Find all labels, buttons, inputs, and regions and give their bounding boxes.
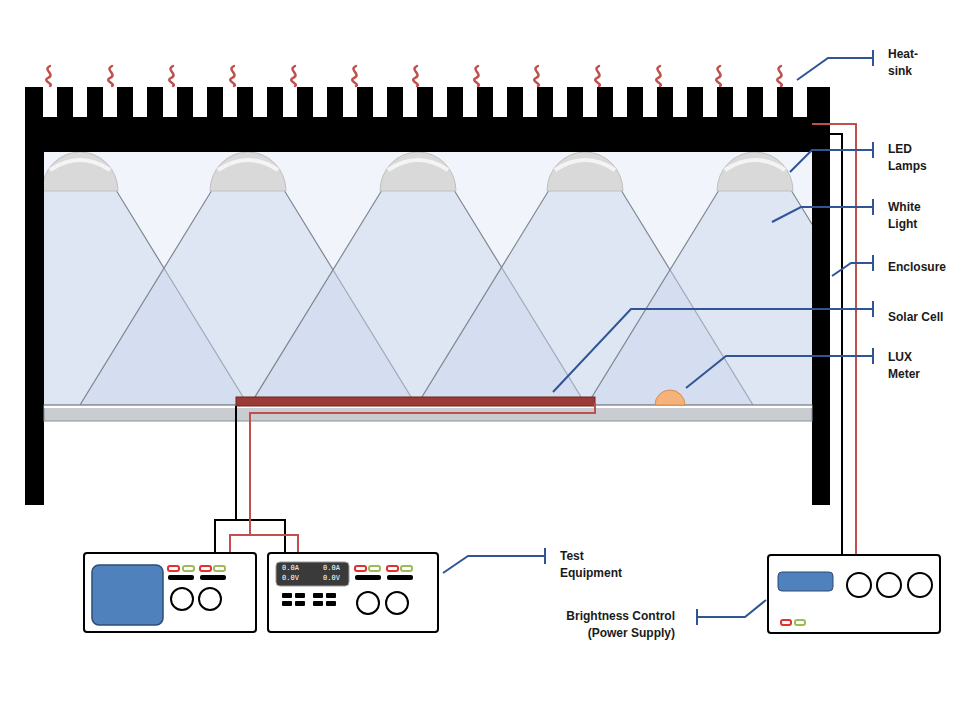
fin-gap: [583, 87, 597, 117]
fin-gap: [73, 87, 87, 117]
solar-cell: [236, 397, 595, 406]
lamp-highlight: [50, 160, 110, 170]
heat-waves: [46, 66, 782, 86]
heat-wave: [46, 66, 51, 86]
lamp-highlight: [218, 160, 278, 170]
enclosure-label: Enclosure: [888, 259, 946, 276]
display-reading: 0.0V: [282, 574, 299, 583]
fin-gap: [643, 87, 657, 117]
heat-wave: [169, 66, 174, 86]
light-cone: [587, 190, 812, 405]
black-wire-supply: [830, 134, 842, 556]
fin-gap: [133, 87, 147, 117]
led-lamp: [547, 152, 623, 191]
brightness-power-supply: [768, 555, 940, 633]
led-lamp: [42, 152, 118, 191]
led-lamp: [717, 152, 793, 191]
led-lamp: [210, 152, 286, 191]
heatsink-fin-gaps: [43, 87, 807, 117]
fin-gap: [313, 87, 327, 117]
fin-gap: [763, 87, 777, 117]
led-lamp: [380, 152, 456, 191]
power-supply-label: Brightness Control (Power Supply): [535, 608, 675, 642]
heat-wave: [716, 66, 721, 86]
fin-gap: [613, 87, 627, 117]
fin-gap: [433, 87, 447, 117]
lux-meter: [655, 390, 685, 405]
heat-wave: [352, 66, 357, 86]
fin-gap: [103, 87, 117, 117]
fin-gap: [373, 87, 387, 117]
fin-gap: [193, 87, 207, 117]
heat-wave: [777, 66, 782, 86]
heat-wave: [291, 66, 296, 86]
heat-wave: [595, 66, 600, 86]
fin-gap: [793, 87, 807, 117]
lamps-label: LED Lamps: [888, 141, 927, 175]
callout-leaders: [443, 50, 873, 625]
fin-gap: [163, 87, 177, 117]
lux-meter-label: LUX Meter: [888, 349, 920, 383]
fin-gap: [223, 87, 237, 117]
fin-gap: [463, 87, 477, 117]
fin-gap: [343, 87, 357, 117]
bench-meter: [268, 553, 438, 632]
fin-gap: [733, 87, 747, 117]
heat-wave: [230, 66, 235, 86]
fin-gap: [553, 87, 567, 117]
display-reading: 0.0A: [282, 564, 299, 573]
test-equipment-label: Test Equipment: [560, 548, 622, 582]
enclosure-right-wall: [812, 150, 830, 505]
lamp-highlight: [555, 160, 615, 170]
heat-wave: [656, 66, 661, 86]
heat-wave: [474, 66, 479, 86]
red-wire-supply: [812, 124, 856, 556]
oscilloscope: [84, 553, 256, 632]
scope-screen: [92, 565, 163, 625]
heatsink-label: Heat- sink: [888, 46, 918, 80]
heat-wave: [413, 66, 418, 86]
fin-gap: [403, 87, 417, 117]
heatsink-body: [25, 87, 830, 152]
display-reading: 0.0A: [323, 564, 340, 573]
fin-gap: [673, 87, 687, 117]
solar-cell-label: Solar Cell: [888, 309, 943, 326]
heatsink: [25, 87, 830, 505]
lamp-highlight: [725, 160, 785, 170]
fin-gap: [703, 87, 717, 117]
display-reading: 0.0V: [323, 574, 340, 583]
fin-gap: [493, 87, 507, 117]
fin-gap: [283, 87, 297, 117]
fin-gap: [43, 87, 57, 117]
fin-gap: [523, 87, 537, 117]
light-cones: [44, 190, 812, 405]
meter-display: [276, 562, 349, 586]
lamp-highlight: [388, 160, 448, 170]
heat-wave: [108, 66, 113, 86]
led-lamps: [42, 152, 793, 191]
light-label: White Light: [888, 199, 921, 233]
enclosure-left-wall: [25, 150, 44, 505]
red-wire-cell: [230, 403, 595, 560]
heat-wave: [534, 66, 539, 86]
fin-gap: [253, 87, 267, 117]
